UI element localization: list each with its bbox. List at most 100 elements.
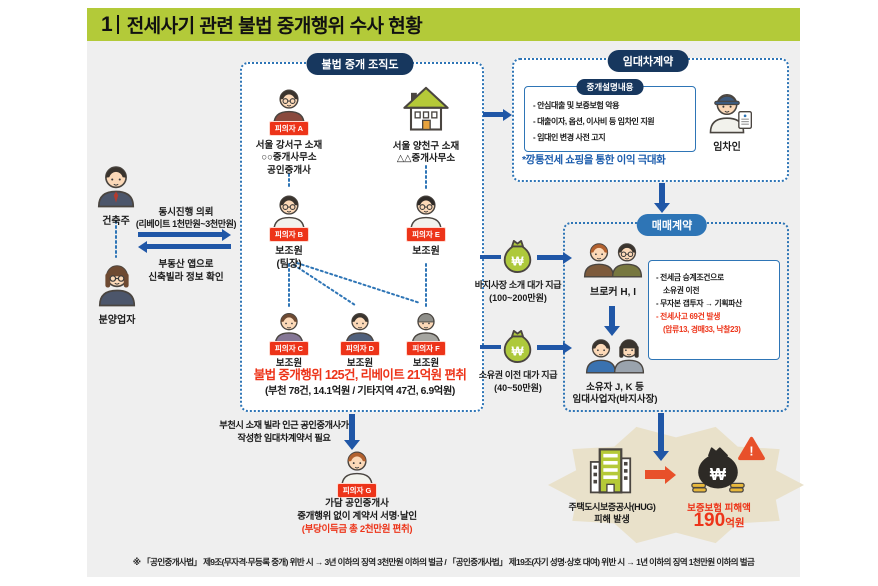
tenant-figure: 임차인 — [698, 88, 756, 154]
section-number: 1 — [101, 12, 113, 36]
suspect-f-role: 보조원 — [412, 358, 440, 369]
suspect-b-subrole: (팀장) — [276, 259, 302, 270]
g-text-2: 중개행위 없이 계약서 서명·날인 — [297, 511, 417, 522]
contract-icon — [737, 110, 754, 135]
sale-item: - 전세금 승계조건으로 — [656, 273, 724, 282]
hug-text-2: 피해 발생 — [594, 514, 630, 524]
seller-label: 분양업자 — [98, 315, 136, 326]
owner-figure: 소유자 J, K 등 임대사업자(바지사장) — [573, 334, 658, 407]
hug-to-loss-arrow — [645, 470, 665, 479]
suspect-b-badge: 피의자 B — [268, 227, 310, 242]
suspect-d-figure: 피의자 D 보조원 — [322, 308, 398, 370]
need-to-g-arrow — [349, 414, 355, 440]
suspect-a-badge: 피의자 A — [268, 121, 310, 136]
pay2-line — [480, 345, 501, 349]
suspect-g-figure: 피의자 G — [322, 446, 392, 498]
pay1-arrow — [537, 255, 563, 260]
seller-figure: 분양업자 — [87, 259, 147, 327]
orgchart-summary-detail: (부천 78건, 14.1억원 / 기타지역 47건, 6.9억원) — [265, 386, 455, 397]
loss-label: 보증보험 피해액 — [687, 503, 751, 514]
g-text-3: (부당이득금 총 2천만원 편취) — [301, 524, 413, 535]
page-title-bar: 1 전세사기 관련 불법 중개행위 수사 현황 — [87, 8, 800, 41]
explain-item: - 안심대출 및 보증보험 악용 — [533, 101, 620, 110]
suspect-g-badge: 피의자 G — [336, 483, 378, 498]
hug-building-icon — [588, 444, 633, 501]
suspect-f-figure: 피의자 F 보조원 — [388, 308, 464, 370]
svg-text:₩: ₩ — [511, 344, 524, 359]
loss-value: 190 — [693, 510, 726, 531]
money-bag-icon: ₩ — [501, 328, 534, 370]
suspect-e-badge: 피의자 E — [406, 227, 446, 242]
lease-to-sale-arrow — [659, 183, 665, 203]
svg-text:!: ! — [749, 445, 753, 459]
hug-text-1: 주택도시보증공사(HUG) — [568, 502, 656, 512]
pay1-text-2: (100~200만원) — [489, 293, 547, 303]
sale-item: 소유권 이전 — [663, 286, 700, 295]
warning-icon: ! — [738, 436, 765, 466]
black-money-bag-icon: ₩ — [690, 442, 746, 501]
g-text-1: 가담 공인중개사 — [325, 498, 389, 509]
office-house-figure: 서울 양천구 소재 △△중개사무소 — [388, 86, 464, 166]
suspect-e-role: 보조원 — [412, 246, 440, 257]
pay1-line — [480, 255, 501, 259]
loss-unit: 억원 — [725, 517, 745, 529]
loss-amount: 190억원 — [664, 510, 774, 532]
explain-title-pill: 중개설명내용 — [576, 79, 644, 95]
suspect-c-figure: 피의자 C 보조원 — [251, 308, 327, 370]
suspect-c-badge: 피의자 C — [268, 341, 310, 356]
office-house-line: 서울 양천구 소재 — [392, 141, 460, 152]
explain-content-box: - 안심대출 및 보증보험 악용 - 대출이자, 옵션, 이사비 등 임차인 지… — [524, 86, 696, 152]
lease-title-pill: 임대차계약 — [607, 50, 689, 72]
explain-item: - 대출이자, 옵션, 이사비 등 임차인 지원 — [533, 117, 655, 126]
need-text-1: 부천시 소재 빌라 인근 공인중개사가 — [219, 420, 349, 430]
sale-title-pill: 매매계약 — [636, 214, 708, 236]
request-text-1: 동시진행 의뢰 — [158, 207, 214, 218]
orgchart-summary: 불법 중개행위 125건, 리베이트 21억원 편취 — [253, 368, 467, 382]
tenant-avatar-icon — [704, 88, 750, 139]
suspect-b-role: 보조원 — [275, 246, 303, 257]
house-icon — [401, 86, 451, 138]
sale-to-damage-arrow — [658, 413, 664, 451]
office-a-line: 서울 강서구 소재 — [255, 140, 323, 151]
request-text-2: (리베이트 1천만원~3천만원) — [135, 219, 237, 229]
suspect-d-role: 보조원 — [346, 358, 374, 369]
owner-label-2: 임대사업자(바지사장) — [572, 394, 658, 406]
sale-item-red: (압류13, 경매33, 낙찰23) — [663, 325, 741, 334]
broker-figure: 브로커 H, I — [576, 238, 650, 299]
svg-text:₩: ₩ — [511, 254, 524, 269]
seller-avatar-icon — [93, 259, 141, 312]
owner-k-avatar-icon — [609, 334, 649, 379]
org-to-lease-arrow — [483, 112, 503, 117]
sale-item-red: - 전세사고 69건 발생 — [656, 312, 721, 321]
broker-to-owner-arrow — [609, 306, 615, 326]
money-bag-icon: ₩ — [501, 238, 534, 280]
pay2-text-2: (40~50만원) — [494, 383, 542, 393]
suspect-c-role: 보조원 — [275, 358, 303, 369]
info-text-1: 부동산 앱으로 — [158, 259, 214, 270]
lease-note: *깡통전세 쇼핑을 통한 이익 극대화 — [522, 154, 666, 166]
sale-detail-box: - 전세금 승계조건으로 소유권 이전 - 무자본 갭투자 → 기획파산 - 전… — [648, 260, 780, 360]
info-text-2: 신축빌라 정보 확인 — [148, 272, 224, 283]
suspect-a-figure: 피의자 A 서울 강서구 소재 ○○중개사무소 공인중개사 — [251, 84, 327, 177]
pay1-text-1: 바지사장 소개 대가 지급 — [474, 280, 562, 290]
suspect-b-figure: 피의자 B 보조원 (팀장) — [251, 190, 327, 271]
tenant-label: 임차인 — [713, 142, 741, 153]
office-a-line: 공인중개사 — [267, 164, 311, 176]
office-house-line: △△중개사무소 — [396, 153, 456, 165]
builder-figure: 건축주 — [87, 160, 145, 228]
office-a-line: ○○중개사무소 — [261, 152, 317, 164]
page-title: 전세사기 관련 불법 중개행위 수사 현황 — [126, 16, 423, 37]
builder-to-org-arrow — [138, 232, 222, 237]
need-text-2: 작성한 임대차계약서 필요 — [237, 433, 331, 443]
builder-avatar-icon — [92, 160, 140, 213]
broker-i-avatar-icon — [607, 238, 647, 283]
svg-text:₩: ₩ — [710, 465, 727, 484]
suspect-e-figure: 피의자 E 보조원 — [388, 190, 464, 258]
broker-label: 브로커 H, I — [590, 287, 636, 298]
org-to-builder-arrow — [147, 244, 231, 249]
suspect-d-badge: 피의자 D — [339, 341, 381, 356]
suspect-f-badge: 피의자 F — [406, 341, 446, 356]
orgchart-title-pill: 불법 중개 조직도 — [306, 53, 414, 75]
pay2-arrow — [537, 345, 563, 350]
